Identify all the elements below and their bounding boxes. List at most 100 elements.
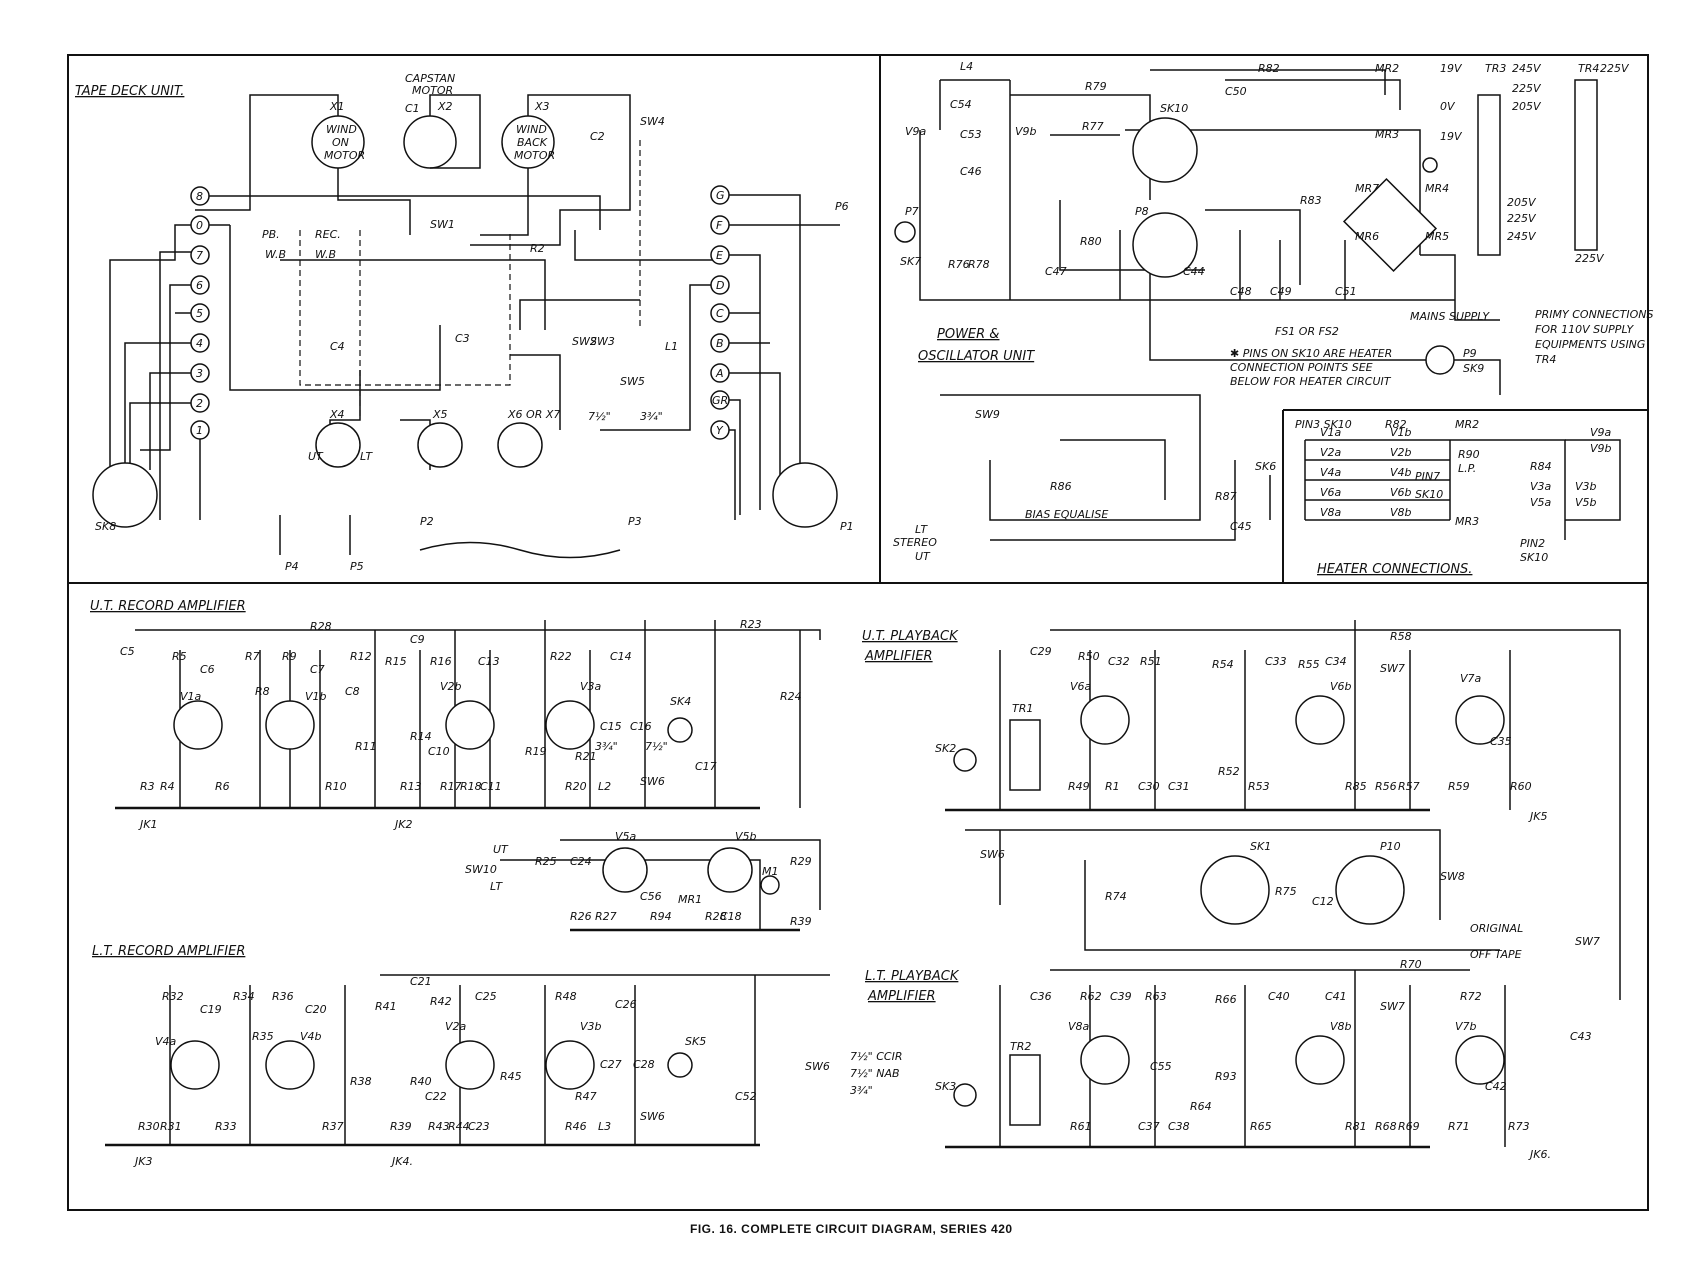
svg-text:R25: R25 [535,855,557,868]
note-line-1: ✱ PINS ON SK10 ARE HEATER [1230,347,1392,360]
motor-id-x2: X2 [437,100,453,113]
svg-text:V4a: V4a [155,1035,177,1048]
svg-text:SW6: SW6 [640,1110,665,1123]
svg-text:V9a: V9a [905,125,927,138]
svg-text:D: D [716,279,724,292]
svg-text:TR4: TR4 [1578,62,1599,75]
socket-sk5 [667,1052,693,1078]
svg-text:C23: C23 [468,1120,490,1133]
svg-text:SK10: SK10 [1415,488,1443,501]
svg-text:JK1: JK1 [138,818,157,831]
svg-text:205V: 205V [1507,196,1537,209]
svg-text:19V: 19V [1440,62,1463,75]
svg-text:R44: R44 [448,1120,470,1133]
svg-text:C34: C34 [1325,655,1347,668]
svg-text:P7: P7 [905,205,919,218]
svg-text:R15: R15 [385,655,407,668]
svg-text:JK4.: JK4. [390,1155,413,1168]
svg-text:C19: C19 [200,1003,222,1016]
svg-text:P1: P1 [840,520,854,533]
svg-text:C45: C45 [1230,520,1252,533]
svg-text:V1a: V1a [180,690,202,703]
svg-text:R16: R16 [430,655,452,668]
svg-text:R54: R54 [1212,658,1234,671]
svg-text:PIN7: PIN7 [1415,470,1440,483]
svg-text:19V: 19V [1440,130,1463,143]
valve-v8a [1080,1035,1130,1085]
svg-text:ORIGINAL: ORIGINAL [1470,922,1523,935]
svg-text:W.B: W.B [315,248,336,261]
primary-line-2: FOR 110V SUPPLY [1535,323,1635,336]
svg-text:C3: C3 [455,332,470,345]
svg-text:V2a: V2a [445,1020,467,1033]
svg-text:C55: C55 [1150,1060,1172,1073]
svg-text:C44: C44 [1183,265,1205,278]
svg-text:R21: R21 [575,750,597,763]
svg-text:SK10: SK10 [1520,551,1548,564]
svg-text:LT: LT [915,523,928,536]
svg-text:V3b: V3b [1575,480,1597,493]
svg-text:R9: R9 [282,650,297,663]
socket-sk10 [1132,117,1198,183]
valve-v5a [602,847,648,893]
svg-text:R56: R56 [1375,780,1397,793]
figure-caption: FIG. 16. COMPLETE CIRCUIT DIAGRAM, SERIE… [690,1222,1013,1236]
svg-text:L.P.: L.P. [1458,462,1476,475]
svg-text:V9b: V9b [1015,125,1037,138]
svg-text:V6a: V6a [1070,680,1092,693]
svg-text:C50: C50 [1225,85,1247,98]
svg-text:7½": 7½" [588,410,611,423]
svg-text:R5: R5 [172,650,187,663]
transformer-tr2 [1009,1054,1041,1126]
tape-deck-pins-left: 8 0 7 6 5 4 3 2 1 [190,186,210,440]
svg-text:V5a: V5a [1530,496,1552,509]
svg-text:R36: R36 [272,990,294,1003]
svg-text:R39: R39 [390,1120,412,1133]
svg-text:R93: R93 [1215,1070,1237,1083]
section-title-lt-playback-2: AMPLIFIER [867,989,936,1004]
svg-text:R39: R39 [790,915,812,928]
section-title-oscillator: OSCILLATOR UNIT [918,349,1035,364]
svg-text:SK5: SK5 [685,1035,706,1048]
svg-text:R65: R65 [1250,1120,1272,1133]
svg-text:R83: R83 [1300,194,1322,207]
svg-text:C33: C33 [1265,655,1287,668]
svg-text:C26: C26 [615,998,637,1011]
svg-text:V7a: V7a [1460,672,1482,685]
svg-text:V3b: V3b [580,1020,602,1033]
section-title-lt-record: L.T. RECORD AMPLIFIER [92,944,245,959]
svg-text:R4: R4 [160,780,175,793]
svg-text:0: 0 [196,219,203,232]
svg-text:C47: C47 [1045,265,1067,278]
svg-text:225V: 225V [1512,82,1542,95]
primary-line-1: PRIMY CONNECTIONS [1535,308,1654,321]
svg-text:C39: C39 [1110,990,1132,1003]
svg-text:C28: C28 [633,1058,655,1071]
svg-text:R87: R87 [1215,490,1237,503]
svg-text:R78: R78 [968,258,990,271]
svg-text:SK7: SK7 [900,255,921,268]
svg-text:R80: R80 [1080,235,1102,248]
svg-text:R37: R37 [322,1120,344,1133]
svg-text:M1: M1 [762,865,779,878]
svg-text:R6: R6 [215,780,230,793]
svg-text:V5b: V5b [735,830,757,843]
svg-text:245V: 245V [1512,62,1542,75]
svg-text:7½" CCIR: 7½" CCIR [850,1050,902,1063]
svg-text:1: 1 [196,424,203,437]
svg-text:V3a: V3a [580,680,602,693]
svg-text:225V: 225V [1575,252,1605,265]
svg-text:C1: C1 [405,102,420,115]
svg-text:C16: C16 [630,720,652,733]
motor-x2 [403,115,457,169]
svg-text:P9: P9 [1463,347,1477,360]
svg-text:R23: R23 [740,618,762,631]
svg-text:SW7: SW7 [1380,1000,1405,1013]
socket-sk4 [667,717,693,743]
svg-text:PB.: PB. [262,228,280,241]
svg-text:SW6: SW6 [640,775,665,788]
section-title-power: POWER & [937,327,999,342]
svg-text:SW1: SW1 [430,218,455,231]
motor-id-x3: X3 [534,100,550,113]
svg-text:R33: R33 [215,1120,237,1133]
